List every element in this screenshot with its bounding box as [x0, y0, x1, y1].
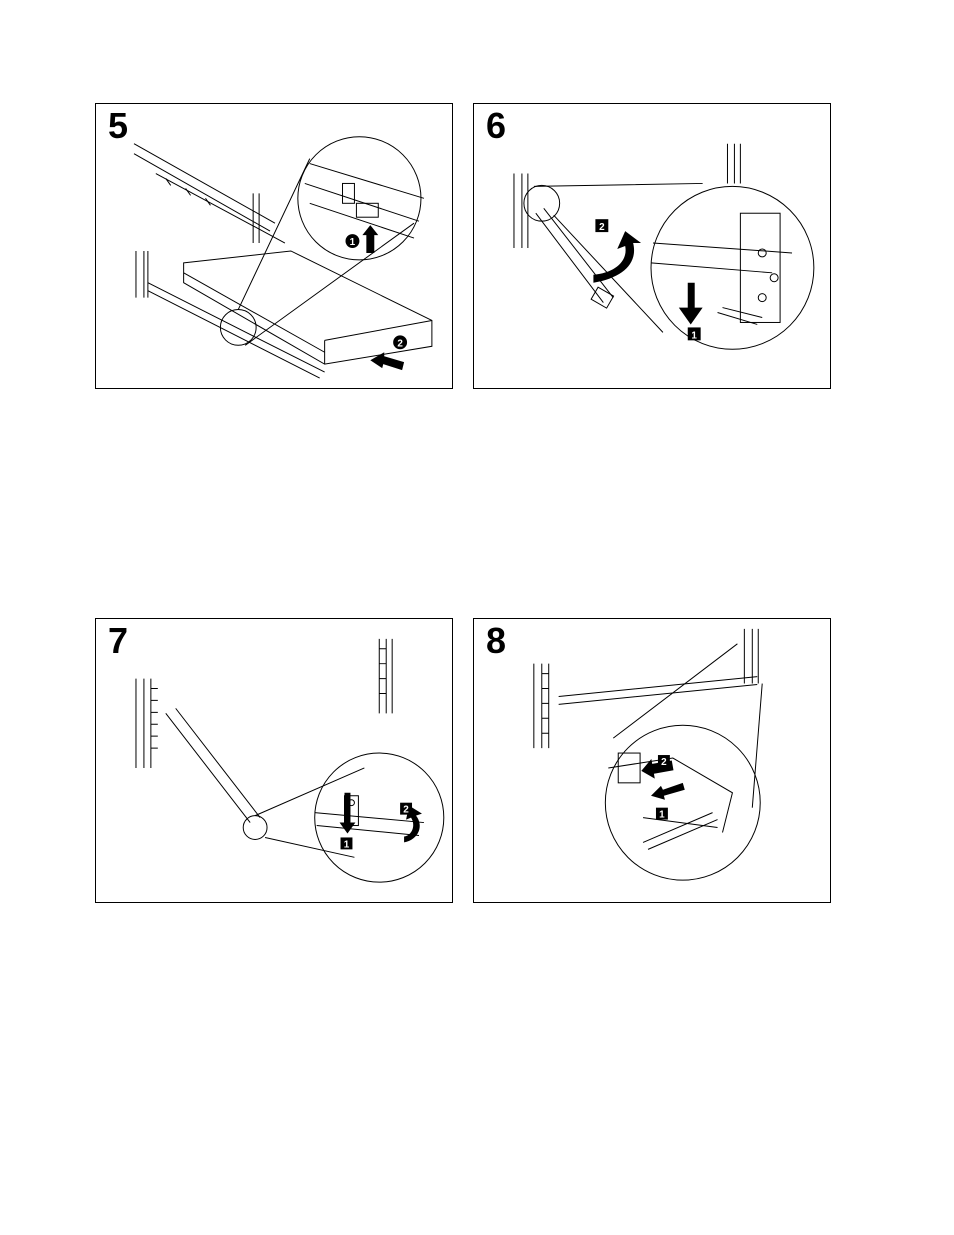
step-5-panel: 1 2 5 [95, 103, 453, 389]
callout-1: 1 [659, 810, 665, 821]
callout-1: 1 [350, 237, 356, 248]
callout-1: 1 [691, 330, 697, 341]
step-number: 7 [108, 623, 128, 659]
step-7-illustration: 2 1 [96, 619, 452, 902]
callout-1: 1 [344, 839, 350, 850]
step-number: 8 [486, 623, 506, 659]
callout-2: 2 [599, 222, 605, 233]
step-5-illustration: 1 2 [96, 104, 452, 388]
step-8-illustration: 2 1 [474, 619, 830, 902]
callout-2: 2 [661, 757, 667, 768]
step-number: 5 [108, 108, 128, 144]
callout-2: 2 [403, 805, 409, 816]
step-6-panel: 2 1 6 [473, 103, 831, 389]
callout-2: 2 [397, 338, 403, 349]
step-8-panel: 2 1 8 [473, 618, 831, 903]
step-6-illustration: 2 1 [474, 104, 830, 388]
step-number: 6 [486, 108, 506, 144]
step-7-panel: 2 1 7 [95, 618, 453, 903]
